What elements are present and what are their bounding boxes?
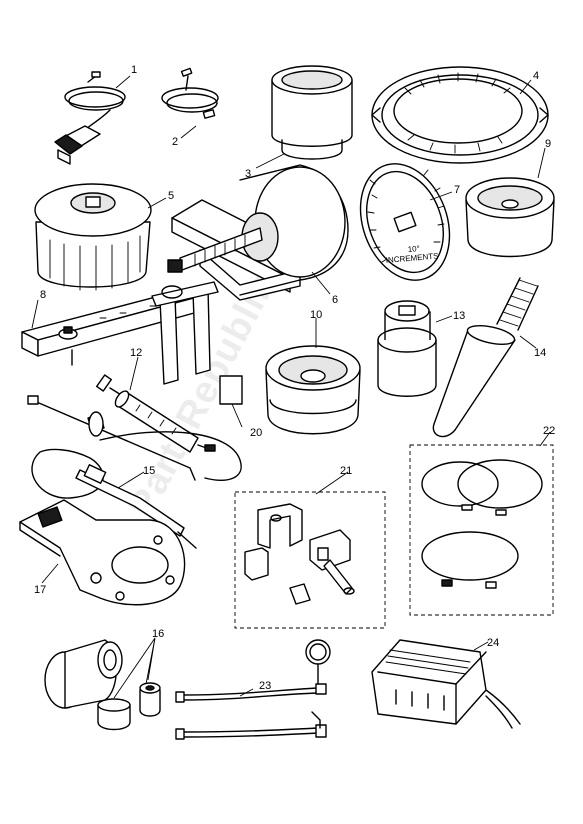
- callout-20: 20: [250, 427, 262, 439]
- tool-4-ring: [371, 66, 549, 164]
- callout-8: 8: [40, 289, 46, 301]
- callout-17: 17: [34, 584, 46, 596]
- tool-15-clamp-rod: [27, 395, 242, 549]
- callout-15: 15: [143, 465, 155, 477]
- tool-22-cable-kit: [409, 444, 554, 616]
- tool-7-degree-dial: 10° INCREMENTS: [359, 163, 451, 281]
- tool-5-filter-wrench: [34, 183, 152, 291]
- callout-21: 21: [340, 465, 352, 477]
- callout-12: 12: [130, 347, 142, 359]
- tool-8-fork-fixture: [21, 281, 219, 385]
- tool-1-diagnostic-cable: [54, 71, 126, 165]
- tool-21-kit: [234, 491, 386, 629]
- callout-3: 3: [245, 168, 251, 180]
- tool-9-cup: [465, 177, 555, 258]
- callout-23: 23: [259, 680, 271, 692]
- tool-20-plate: [219, 375, 243, 405]
- tool-16-adapters: [44, 639, 161, 731]
- callout-4: 4: [533, 70, 539, 82]
- tool-24-electronic-module: [371, 639, 521, 729]
- callout-14: 14: [534, 347, 546, 359]
- callout-leaders: [31, 75, 551, 699]
- dial-degrees-text: 10°: [407, 244, 420, 254]
- callout-16: 16: [152, 628, 164, 640]
- tool-10-cup: [265, 345, 361, 435]
- tool-6-press-frame: [167, 164, 349, 301]
- tool-2-cable: [161, 67, 219, 119]
- tool-3-cup: [271, 65, 353, 160]
- callout-7: 7: [454, 184, 460, 196]
- tool-12-syringe: [96, 374, 216, 453]
- callout-1: 1: [131, 64, 137, 76]
- callout-24: 24: [487, 637, 499, 649]
- callout-6: 6: [332, 294, 338, 306]
- callout-5: 5: [168, 190, 174, 202]
- tool-17-holding-plate: [19, 499, 186, 606]
- callout-22: 22: [543, 425, 555, 437]
- callout-2: 2: [172, 136, 178, 148]
- callout-13: 13: [453, 310, 465, 322]
- tool-23-gauge-hoses: [175, 639, 331, 740]
- tool-13-socket: [377, 300, 437, 397]
- tool-14-cone: [432, 277, 539, 438]
- callout-10: 10: [310, 309, 322, 321]
- callout-9: 9: [545, 138, 551, 150]
